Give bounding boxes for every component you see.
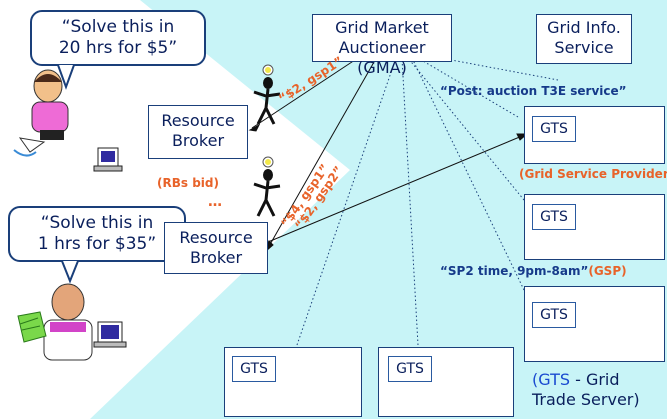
- gts-label-middle: GTS: [532, 204, 576, 230]
- gma-line1: Grid Market: [335, 18, 429, 37]
- gma-box: [312, 14, 452, 62]
- rbs-bid-label: (RBs bid): [157, 176, 219, 190]
- ellipsis-marker: …: [208, 194, 222, 210]
- dotted-gts5-gma: [411, 57, 525, 291]
- dotted-gts4-gma: [407, 57, 525, 201]
- speech-top-line2: 20 hrs for $5”: [58, 38, 178, 58]
- user-figure-bottom: [17, 283, 127, 361]
- bidder-figure-top: [253, 64, 281, 125]
- sp2-time-text: “SP2 time, 9pm-8am”: [440, 264, 589, 278]
- gma-line2: Auctioneer (GMA): [338, 38, 426, 77]
- speech-bubble-top: “Solve this in 20 hrs for $5”: [30, 10, 206, 66]
- gts-legend-line2: Trade Server): [532, 390, 640, 409]
- gts-legend: (GTS - Grid Trade Server): [532, 370, 640, 410]
- gsp-tag: (GSP): [588, 264, 627, 278]
- bidder-figure-bottom: [253, 156, 281, 217]
- gts-legend-prefix: (GTS: [532, 370, 570, 389]
- gts-legend-suffix: - Grid: [570, 370, 620, 389]
- post-auction-label: “Post: auction T3E service”: [440, 84, 627, 98]
- arrowhead-broker-top: [248, 123, 261, 132]
- broker-bottom-line2: Broker: [189, 248, 243, 267]
- grid-service-provider-label: (Grid Service Provider: [519, 167, 667, 181]
- resource-broker-top: [148, 105, 248, 159]
- broker-top-line1: Resource: [161, 111, 235, 130]
- resource-broker-bottom: [164, 222, 268, 274]
- grid-info-service-box: [536, 14, 632, 64]
- speech-bubble-bottom: “Solve this in 1 hrs for $35”: [8, 206, 186, 262]
- cyan-background-region: [90, 0, 667, 419]
- speech-tail-bottom: [61, 260, 79, 284]
- gts-label-bottom: GTS: [532, 302, 576, 328]
- arrow-broker-gsp: [267, 135, 523, 243]
- gts-label-top: GTS: [532, 116, 576, 142]
- dotted-gts1-gma: [296, 57, 397, 346]
- speech-tail-top: [57, 64, 75, 90]
- broker-bottom-line1: Resource: [179, 228, 253, 247]
- dotted-gts3-gma: [417, 57, 519, 118]
- gts-label-bottom-left: GTS: [232, 356, 276, 382]
- user-figure-top: [13, 69, 123, 172]
- speech-bottom-line1: “Solve this in: [40, 213, 154, 233]
- speech-bottom-line2: 1 hrs for $35”: [37, 234, 157, 254]
- gts-legend-line1: (GTS - Grid: [532, 370, 640, 390]
- gis-line1: Grid Info.: [547, 18, 621, 37]
- speech-top-line1: “Solve this in: [61, 17, 175, 37]
- sp2-time-label: “SP2 time, 9pm-8am”(GSP): [440, 264, 627, 278]
- arrow-broker-bottom-gma: [267, 54, 379, 249]
- gts-label-bottom-middle: GTS: [388, 356, 432, 382]
- broker-top-line2: Broker: [171, 131, 225, 150]
- gis-line2: Service: [554, 38, 614, 57]
